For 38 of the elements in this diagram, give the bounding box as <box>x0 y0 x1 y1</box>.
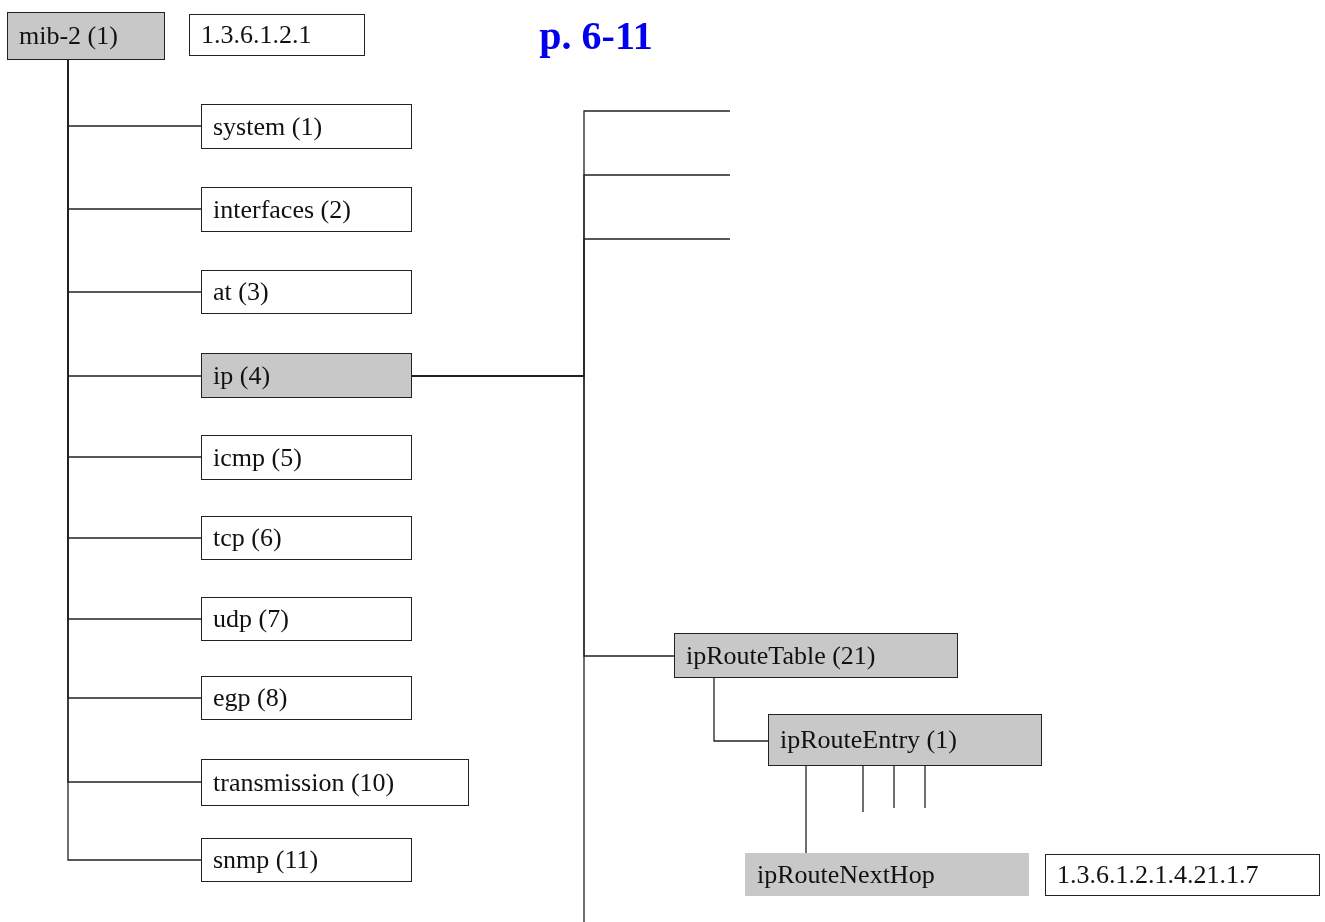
node-label: interfaces (2) <box>213 194 351 225</box>
node-box <box>201 104 412 149</box>
node-box <box>189 14 365 56</box>
node-label: ip (4) <box>213 360 271 391</box>
page-title: p. 6-11 <box>538 12 654 59</box>
node-box <box>201 597 412 641</box>
node-box <box>201 759 469 806</box>
node-label: 1.3.6.1.2.1.4.21.1.7 <box>1057 860 1259 890</box>
node-label: ipRouteNextHop <box>757 859 935 890</box>
highlighted-node-box <box>768 714 1042 766</box>
node-label: mib-2 (1) <box>19 21 118 51</box>
node-label: tcp (6) <box>213 523 282 553</box>
node-label: transmission (10) <box>213 767 395 798</box>
node-label: egp (8) <box>213 683 288 713</box>
node-box <box>1045 854 1320 896</box>
node-label: at (3) <box>213 277 269 307</box>
node-box <box>201 435 412 480</box>
node-label: ipRouteEntry (1) <box>780 725 957 755</box>
tree-line <box>713 677 769 742</box>
node-label: ipRouteTable (21) <box>686 640 876 671</box>
branch-line <box>893 765 895 809</box>
node-box <box>201 676 412 720</box>
branch-line <box>924 765 926 809</box>
branch-line <box>862 765 864 813</box>
highlighted-node-box <box>7 12 165 60</box>
node-box <box>201 187 412 232</box>
node-label: system (1) <box>213 111 323 142</box>
node-box <box>201 838 412 882</box>
node-label: icmp (5) <box>213 442 302 473</box>
highlighted-node-box <box>745 853 1029 896</box>
node-box <box>201 516 412 560</box>
highlighted-node-box <box>201 353 412 398</box>
node-label: 1.3.6.1.2.1 <box>201 20 312 50</box>
node-box <box>201 270 412 314</box>
tree-line <box>805 765 807 854</box>
node-label: snmp (11) <box>213 845 319 875</box>
highlighted-node-box <box>674 633 958 678</box>
node-label: udp (7) <box>213 604 289 634</box>
